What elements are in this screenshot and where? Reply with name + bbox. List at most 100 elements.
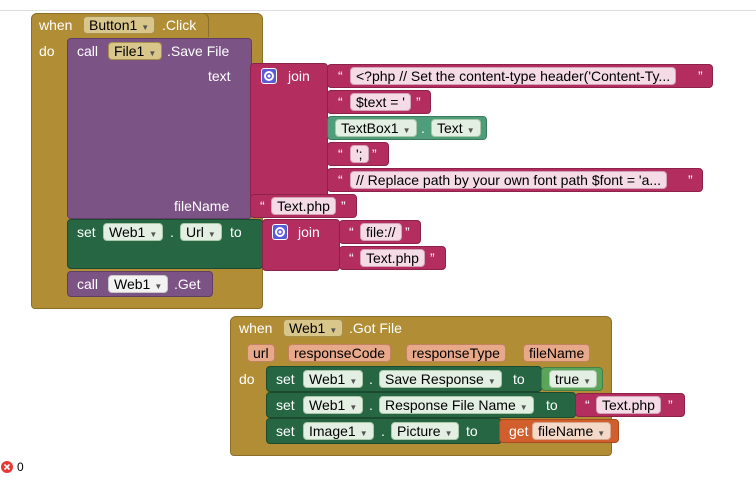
quote-close: ” (372, 146, 377, 162)
quote-open: “ (585, 397, 590, 413)
property-name: Save Response (385, 371, 484, 387)
to-label: to (466, 423, 478, 439)
quote-open: “ (260, 198, 265, 214)
quote-close: ” (688, 172, 693, 188)
property-name: Picture (397, 423, 441, 439)
chevron-down-icon: ▼ (141, 23, 150, 32)
text-param-label: text (208, 68, 231, 84)
chevron-down-icon: ▼ (148, 49, 157, 58)
component-dropdown-textbox1[interactable]: TextBox1▼ (335, 119, 417, 137)
text-value[interactable]: Text.php (360, 249, 425, 267)
chevron-down-icon: ▼ (519, 403, 528, 412)
quote-open: “ (338, 146, 343, 162)
component-dropdown-file1[interactable]: File1▼ (108, 42, 163, 60)
chevron-down-icon: ▼ (466, 126, 475, 135)
quote-close: ” (430, 250, 435, 266)
quote-open: “ (338, 68, 343, 84)
variable-dropdown-filename[interactable]: fileName▼ (532, 422, 612, 440)
text-value[interactable]: <?php // Set the content-type header('Co… (350, 67, 677, 85)
component-dropdown-web1[interactable]: Web1▼ (303, 396, 364, 414)
component-dropdown-web1[interactable]: Web1▼ (283, 319, 344, 337)
do-label: do (239, 371, 255, 387)
chevron-down-icon: ▼ (402, 126, 411, 135)
call-label: call (77, 43, 99, 59)
gear-icon[interactable] (272, 224, 288, 240)
chevron-down-icon: ▼ (583, 377, 592, 386)
property-dropdown-save-response[interactable]: Save Response▼ (379, 370, 502, 388)
property-dropdown-url[interactable]: Url▼ (180, 223, 222, 241)
get-label: get (509, 423, 529, 439)
property-name: Text (437, 120, 463, 136)
to-label: to (546, 397, 558, 413)
property-dropdown-picture[interactable]: Picture▼ (391, 422, 459, 440)
quote-close: ” (341, 198, 346, 214)
set-label: set (276, 397, 295, 413)
quote-open: “ (338, 94, 343, 110)
quote-close: ” (698, 68, 703, 84)
property-dropdown-response-file-name[interactable]: Response File Name▼ (379, 396, 534, 414)
call-file1-save-file-block[interactable] (67, 38, 252, 219)
method-name: .Get (174, 276, 201, 292)
method-name: .Save File (167, 43, 230, 59)
text-value[interactable]: Text.php (596, 396, 661, 414)
quote-open: “ (338, 172, 343, 188)
variable-name: fileName (538, 423, 594, 439)
chevron-down-icon: ▼ (487, 377, 496, 386)
when-label: when (239, 320, 273, 336)
to-label: to (513, 371, 525, 387)
event-param-responsecode[interactable]: responseCode (288, 344, 392, 362)
event-param-url[interactable]: url (247, 344, 275, 362)
event-param-responsetype[interactable]: responseType (406, 344, 506, 362)
component-dropdown-web1[interactable]: Web1▼ (108, 275, 169, 293)
component-name: Button1 (89, 17, 138, 33)
filename-param-label: fileName (174, 198, 230, 214)
join-label: join (288, 68, 310, 84)
chevron-down-icon: ▼ (349, 377, 358, 386)
set-web1-url-block[interactable] (67, 219, 263, 269)
to-label: to (230, 224, 242, 240)
dot-label: . (369, 397, 373, 413)
chevron-down-icon: ▼ (207, 230, 216, 239)
set-label: set (276, 423, 295, 439)
set-label: set (276, 371, 295, 387)
quote-close: ” (668, 397, 673, 413)
call-label: call (77, 276, 99, 292)
component-dropdown-button1[interactable]: Button1▼ (83, 16, 156, 34)
event-param-filename[interactable]: fileName (523, 344, 591, 362)
do-label: do (39, 43, 55, 59)
text-value[interactable]: $text = ' (350, 93, 411, 111)
component-dropdown-image1[interactable]: Image1▼ (303, 422, 374, 440)
dot-label: . (170, 224, 174, 240)
gear-icon[interactable] (261, 68, 277, 84)
component-name: Web1 (109, 224, 146, 240)
dot-label: . (421, 120, 425, 136)
workspace-top-border (0, 10, 756, 11)
boolean-dropdown-true[interactable]: true▼ (549, 370, 598, 388)
chevron-down-icon: ▼ (149, 230, 158, 239)
chevron-down-icon: ▼ (154, 282, 163, 291)
quote-close: ” (416, 94, 421, 110)
quote-open: “ (349, 224, 354, 240)
dot-label: . (381, 423, 385, 439)
component-name: Image1 (309, 423, 356, 439)
quote-open: “ (349, 250, 354, 266)
component-name: Web1 (309, 397, 346, 413)
text-value[interactable]: // Replace path by your own font path $f… (350, 171, 668, 189)
error-icon[interactable] (0, 460, 14, 474)
component-name: TextBox1 (341, 120, 399, 136)
component-name: Web1 (289, 320, 326, 336)
component-dropdown-web1[interactable]: Web1▼ (303, 370, 364, 388)
text-value[interactable]: file:// (360, 223, 402, 241)
property-name: Url (186, 224, 204, 240)
property-name: Response File Name (385, 397, 516, 413)
join-block[interactable] (250, 63, 328, 199)
chevron-down-icon: ▼ (597, 429, 606, 438)
text-value[interactable]: '; (350, 145, 369, 163)
quote-close: ” (405, 224, 410, 240)
when-label: when (39, 17, 73, 33)
text-value[interactable]: Text.php (271, 197, 336, 215)
component-dropdown-web1[interactable]: Web1▼ (103, 223, 164, 241)
boolean-value: true (555, 371, 580, 387)
chevron-down-icon: ▼ (444, 429, 453, 438)
property-dropdown-text[interactable]: Text▼ (431, 119, 481, 137)
